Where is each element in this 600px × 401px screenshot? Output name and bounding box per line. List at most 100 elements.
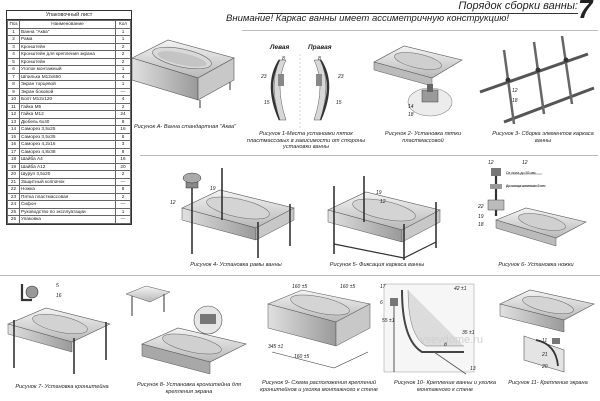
page-number: 7: [578, 0, 593, 24]
row-name: Экран боковой: [19, 87, 116, 96]
row-qty: 2: [115, 170, 131, 179]
row-pos: 4: [7, 50, 20, 59]
row-pos: 18: [7, 155, 20, 164]
figure-2-diagram: [373, 45, 463, 117]
row-pos: 14: [7, 125, 20, 134]
row-name: Ванна "Аква": [19, 27, 116, 36]
caption-fig-11: Рисунок 11- Крепление экрана: [508, 380, 588, 386]
fig10-label: 35 ±1: [462, 330, 475, 336]
row-pos: 16: [7, 140, 20, 149]
row-pos: 23: [7, 192, 20, 201]
fig7-label: 16: [56, 293, 62, 299]
fig11-label: 11: [542, 338, 548, 344]
fig10-label: 55 ±1: [382, 318, 395, 324]
caption-fig-7: Рисунок 7- Установка кронштейна: [15, 384, 109, 390]
caption-fig-1: Рисунок 1-Места установки пяток пластмас…: [246, 131, 366, 150]
caption-fig-6: Рисунок 6- Установка ножки: [498, 262, 574, 268]
caption-fig-3: Рисунок 3- Сборка элементов каркаса ванн…: [492, 131, 594, 144]
figure-1-diagram: [270, 54, 330, 128]
fig1-label: 8: [318, 56, 321, 62]
row-name: Шайба А12: [19, 162, 116, 171]
fig9-label: 160 ±5: [340, 284, 356, 290]
row-name: Кронштейн: [19, 42, 116, 51]
figure-8-diagram: [125, 285, 247, 375]
row-qty: 2: [115, 192, 131, 201]
fig5-label: 19: [376, 190, 382, 196]
row-pos: 21: [7, 177, 20, 186]
row-pos: 25: [7, 207, 20, 216]
fig2-label: 18: [408, 112, 414, 118]
row-name: Защитный колпачок: [19, 177, 116, 186]
col-name: Наименование: [19, 20, 116, 29]
fig10-label: 13: [470, 366, 476, 372]
fig6-label: 18: [478, 222, 484, 228]
figure-6-diagram: [487, 168, 587, 247]
row-qty: 1: [115, 207, 131, 216]
row-name: Сифон: [19, 200, 116, 209]
fig6-note: До конца шпильки 2 мм: [506, 184, 546, 188]
row-pos: 15: [7, 132, 20, 141]
row-pos: 13: [7, 117, 20, 126]
fig1-label: 8: [282, 56, 285, 62]
row-name: Дюбель 6х40: [19, 117, 116, 126]
fig6-label: 12: [522, 160, 528, 166]
caption-fig-4: Рисунок 4- Установка рамы ванны: [190, 262, 282, 268]
row-pos: 19: [7, 162, 20, 171]
fig6-label: 22: [478, 204, 484, 210]
fig3-label: 18: [512, 98, 518, 104]
row-qty: 20: [115, 162, 131, 171]
label-right: Правая: [308, 44, 332, 51]
figure-3-diagram: [479, 35, 595, 125]
figure-a-bathtub: [131, 39, 235, 108]
row-pos: 12: [7, 110, 20, 119]
row-name: Саморез 4,2х16: [19, 140, 116, 149]
row-name: Экран торцевой: [19, 80, 116, 89]
figure-7-diagram: [7, 284, 111, 374]
row-pos: 26: [7, 215, 20, 224]
row-pos: 5: [7, 57, 20, 66]
col-qty: Кол: [115, 20, 131, 29]
caption-fig-a: Рисунок А- Ванна стандартная "Аква": [133, 124, 237, 130]
row-pos: 7: [7, 72, 20, 81]
row-name: Кронштейн: [19, 57, 116, 66]
row-qty: 8: [115, 132, 131, 141]
caption-fig-9: Рисунок 9- Схема расположения креплений …: [260, 380, 378, 393]
figure-11-diagram: [499, 289, 595, 373]
figure-10-diagram: [383, 283, 475, 375]
row-name: Кронштейн для крепления экрана: [19, 50, 116, 59]
fig6-note: От пола до 55 мм: [506, 171, 536, 175]
row-pos: 2: [7, 35, 20, 44]
row-qty: —: [115, 215, 131, 224]
figure-5-diagram: [327, 176, 441, 260]
row-qty: 16: [115, 155, 131, 164]
fig1-label: 23: [338, 74, 344, 80]
col-pos: Поз: [7, 20, 20, 29]
caption-fig-2: Рисунок 2- Установка пятки пластмассовой: [384, 131, 462, 144]
fig2-label: 14: [408, 104, 414, 110]
row-name: Саморез 4,8х38: [19, 147, 116, 156]
row-pos: 17: [7, 147, 20, 156]
caption-fig-10: Рисунок 10- Крепление ванны и уголка мон…: [394, 380, 496, 393]
row-name: Шайба А4: [19, 155, 116, 164]
row-name: Пятка пластмассовая: [19, 192, 116, 201]
fig3-label: 12: [512, 88, 518, 94]
fig10-label: 42 ±1: [454, 286, 467, 292]
fig6-label: 12: [488, 160, 494, 166]
